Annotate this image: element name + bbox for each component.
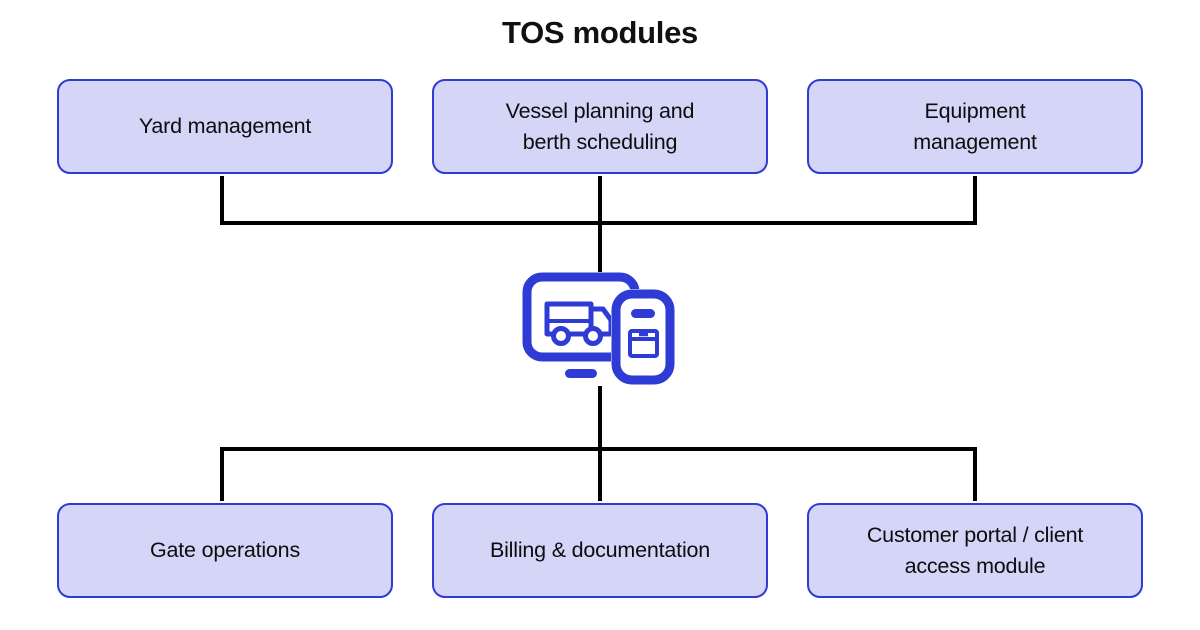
module-box-equipment-management[interactable]: Equipment management — [807, 79, 1143, 174]
smartphone — [611, 289, 675, 385]
module-box-yard-management[interactable]: Yard management — [57, 79, 393, 174]
truck-wheel-front — [583, 326, 603, 346]
module-label: Equipment management — [913, 98, 1037, 154]
module-box-billing-documentation[interactable]: Billing & documentation — [432, 503, 768, 598]
truck-wheel-rear — [551, 326, 571, 346]
speaker-pill — [631, 309, 655, 318]
module-box-vessel-planning-berth-scheduling[interactable]: Vessel planning and berth scheduling — [432, 79, 768, 174]
module-label: Vessel planning and berth scheduling — [505, 98, 695, 154]
module-label: Billing & documentation — [489, 538, 711, 562]
monitor-stand — [565, 369, 597, 378]
page-title: TOS modules — [502, 15, 698, 50]
monitor-truck-phone-package-icon — [522, 272, 675, 385]
package-box — [628, 329, 659, 358]
module-label: Yard management — [138, 114, 312, 138]
module-box-customer-portal-client-access[interactable]: Customer portal / client access module — [807, 503, 1143, 598]
module-label: Gate operations — [150, 538, 300, 562]
module-box-gate-operations[interactable]: Gate operations — [57, 503, 393, 598]
module-label: Customer portal / client access module — [866, 522, 1084, 578]
